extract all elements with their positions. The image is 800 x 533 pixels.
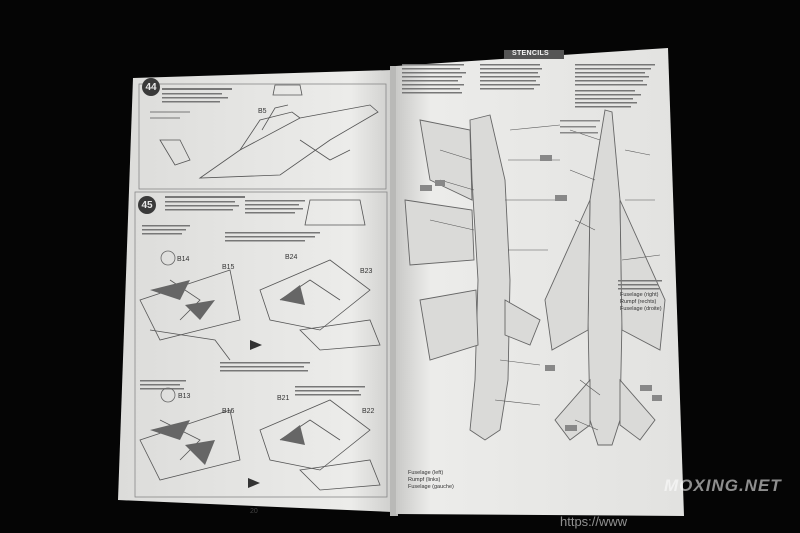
watermark-url: https://www [560,514,628,529]
step-45-badge: 45 [138,196,156,214]
side-view-caption: Fuselage (left) Rumpf (links) Fuselage (… [408,470,454,491]
caption-line: Rumpf (rechts) [620,299,657,305]
caption-line: Rumpf (links) [408,477,441,483]
step-45-panel [134,191,388,498]
step-44-panel [138,83,387,190]
caption-line: Fuselage (droite) [620,306,662,312]
watermark-text: MOXING.NET [664,476,782,495]
part-label-b16: B16 [222,408,235,415]
part-label-b5: B5 [258,108,267,115]
caption-line: Fuselage (gauche) [408,484,454,490]
spine [390,66,398,516]
left-page [118,70,392,512]
part-label-b24: B24 [285,254,298,261]
right-page [396,48,684,516]
part-label-b21: B21 [277,395,290,402]
stencils-header: STENCILS [512,50,550,57]
part-label-b23: B23 [360,268,373,275]
left-page-number: 20 [250,508,258,515]
step-44-badge: 44 [142,78,160,96]
part-label-b14: B14 [177,256,190,263]
part-label-b15: B15 [222,264,235,271]
stencils-header-bar [504,50,564,59]
part-label-b22: B22 [362,408,375,415]
part-label-b13: B13 [178,393,191,400]
caption-line: Fuselage (right) [620,292,659,298]
caption-line: Fuselage (left) [408,470,444,476]
top-view-caption: Fuselage (right) Rumpf (rechts) Fuselage… [620,292,662,313]
